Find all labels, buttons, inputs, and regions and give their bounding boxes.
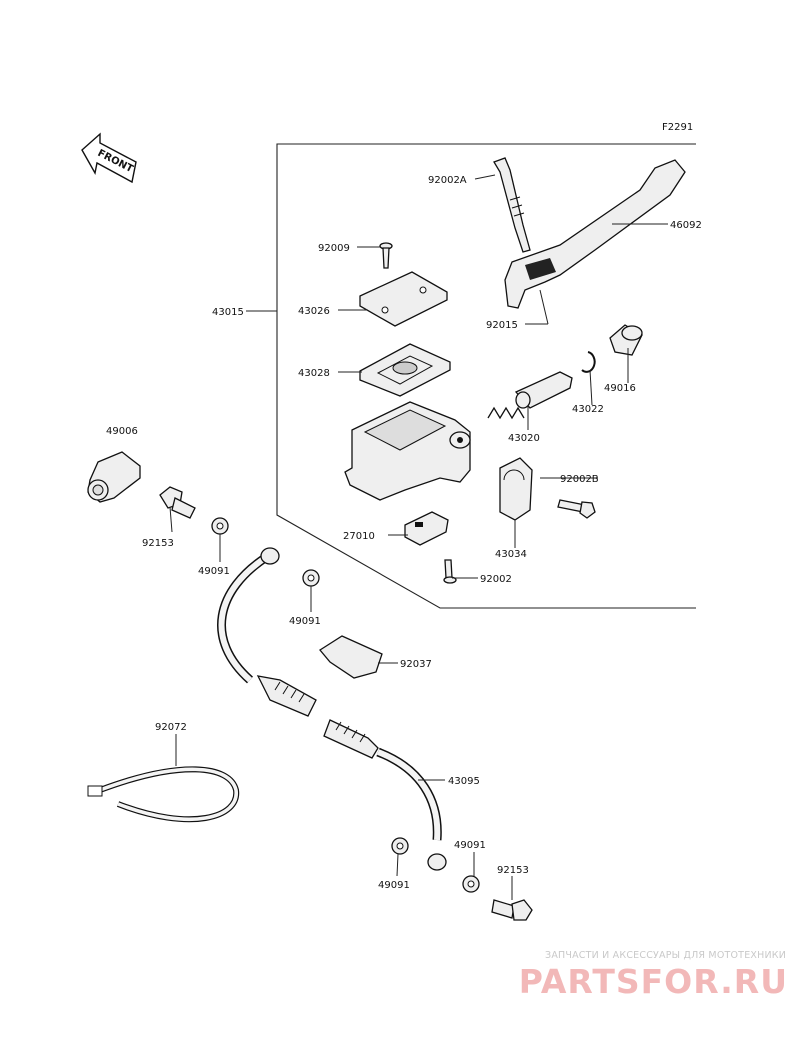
banjo-cap [87, 451, 141, 503]
part-label-49016: 49016 [604, 383, 636, 394]
reservoir-cap [359, 271, 448, 327]
brake-switch [404, 511, 457, 584]
circlip [581, 351, 596, 373]
watermark-logo: PARTSFOR.RU [518, 962, 788, 1001]
part-label-92072: 92072 [155, 722, 187, 733]
clamp-bolt [557, 499, 596, 519]
diagram-code: F2291 [662, 122, 693, 133]
brake-hose [217, 547, 447, 871]
part-label-92015: 92015 [486, 320, 518, 331]
part-label-92002b: 92002B [560, 474, 599, 485]
banjo-bolt-bottom [491, 899, 533, 921]
piston-assembly [487, 371, 573, 420]
cable-tie [87, 766, 240, 823]
part-label-49091-a: 49091 [198, 566, 230, 577]
part-label-92009: 92009 [318, 243, 350, 254]
part-label-43095: 43095 [448, 776, 480, 787]
part-label-92002: 92002 [480, 574, 512, 585]
part-label-92037: 92037 [400, 659, 432, 670]
part-label-92153-top: 92153 [142, 538, 174, 549]
part-label-43020: 43020 [508, 433, 540, 444]
banjo-bolt-top [159, 486, 196, 519]
washer-b [302, 569, 320, 587]
part-label-49091-d: 49091 [378, 880, 410, 891]
part-label-92002a: 92002A [428, 175, 467, 186]
handlebar-clamp [499, 457, 533, 521]
diaphragm [359, 343, 451, 397]
pivot-bolt [493, 157, 531, 253]
part-label-43034: 43034 [495, 549, 527, 560]
assembly-frame [246, 143, 696, 609]
part-label-46092: 46092 [670, 220, 702, 231]
part-label-49006: 49006 [106, 426, 138, 437]
washer-d [391, 837, 409, 855]
part-label-43015: 43015 [212, 307, 244, 318]
part-label-43022: 43022 [572, 404, 604, 415]
master-cylinder-body [344, 401, 471, 501]
part-label-43026: 43026 [298, 306, 330, 317]
brake-lever [504, 159, 686, 309]
front-arrow-icon: FRONT [81, 132, 137, 184]
part-label-49091-c: 49091 [454, 840, 486, 851]
watermark-tagline: ЗАПЧАСТИ И АКСЕССУАРЫ ДЛЯ МОТОТЕХНИКИ [545, 950, 786, 961]
part-label-27010: 27010 [343, 531, 375, 542]
leader-lines [169, 174, 668, 900]
washer-a [211, 517, 229, 535]
dust-boot [609, 324, 643, 356]
cap-screw [379, 242, 393, 269]
hose-clamp [319, 635, 383, 679]
part-label-43028: 43028 [298, 368, 330, 379]
part-label-92153-bottom: 92153 [497, 865, 529, 876]
washer-c [462, 875, 480, 893]
part-label-49091-b: 49091 [289, 616, 321, 627]
